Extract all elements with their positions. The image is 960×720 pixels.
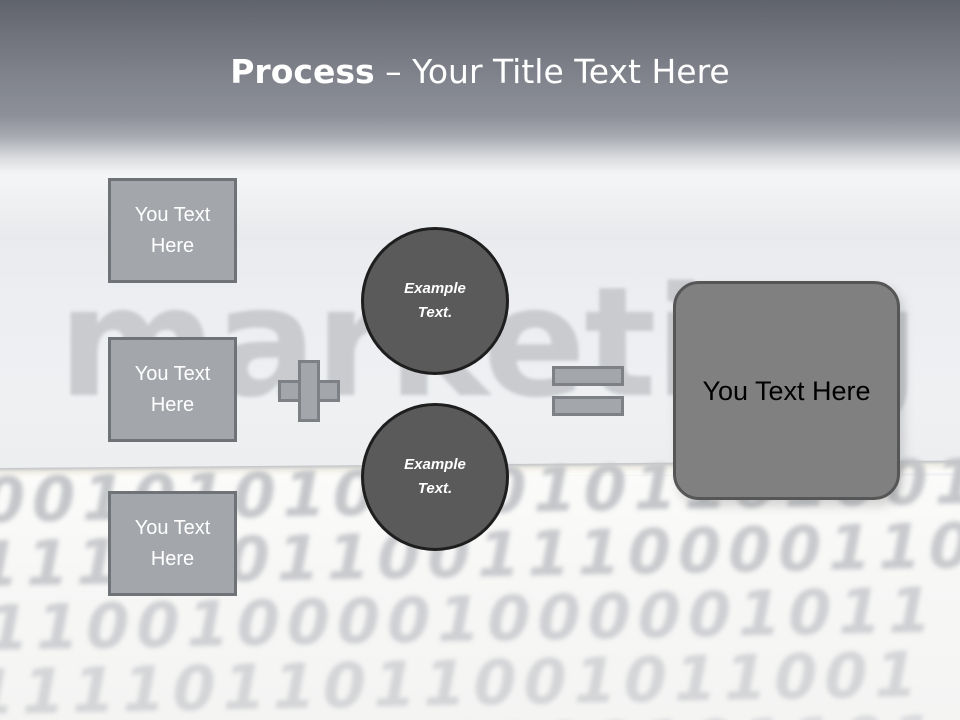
plus-center-fill (301, 383, 317, 399)
example-circle-1-line2: Text. (417, 304, 453, 321)
input-box-2[interactable]: You Text Here (108, 337, 237, 442)
result-box[interactable]: You Text Here (673, 281, 900, 500)
slide-title-light: – Your Title Text Here (374, 52, 730, 91)
input-box-3-label: You Text Here (134, 516, 211, 570)
equals-bottom-bar (552, 396, 624, 416)
slide-title-strong: Process (230, 52, 375, 91)
input-box-2-label: You Text Here (134, 362, 211, 416)
slide-title: Process – Your Title Text Here (0, 52, 960, 92)
result-box-label: You Text Here (702, 375, 871, 406)
equals-top-bar (552, 366, 624, 386)
example-circle-2-line2: Text. (417, 480, 453, 497)
plus-icon (278, 360, 340, 422)
example-circle-1-line1: Example (404, 280, 466, 297)
input-box-3[interactable]: You Text Here (108, 491, 237, 596)
example-circle-2-line1: Example (404, 456, 466, 473)
input-box-1[interactable]: You Text Here (108, 178, 237, 283)
background-header-gradient (0, 0, 960, 176)
input-box-1-label: You Text Here (134, 203, 211, 257)
example-circle-2[interactable]: Example Text. (361, 403, 509, 551)
example-circle-1[interactable]: Example Text. (361, 227, 509, 375)
equals-icon (552, 366, 624, 416)
